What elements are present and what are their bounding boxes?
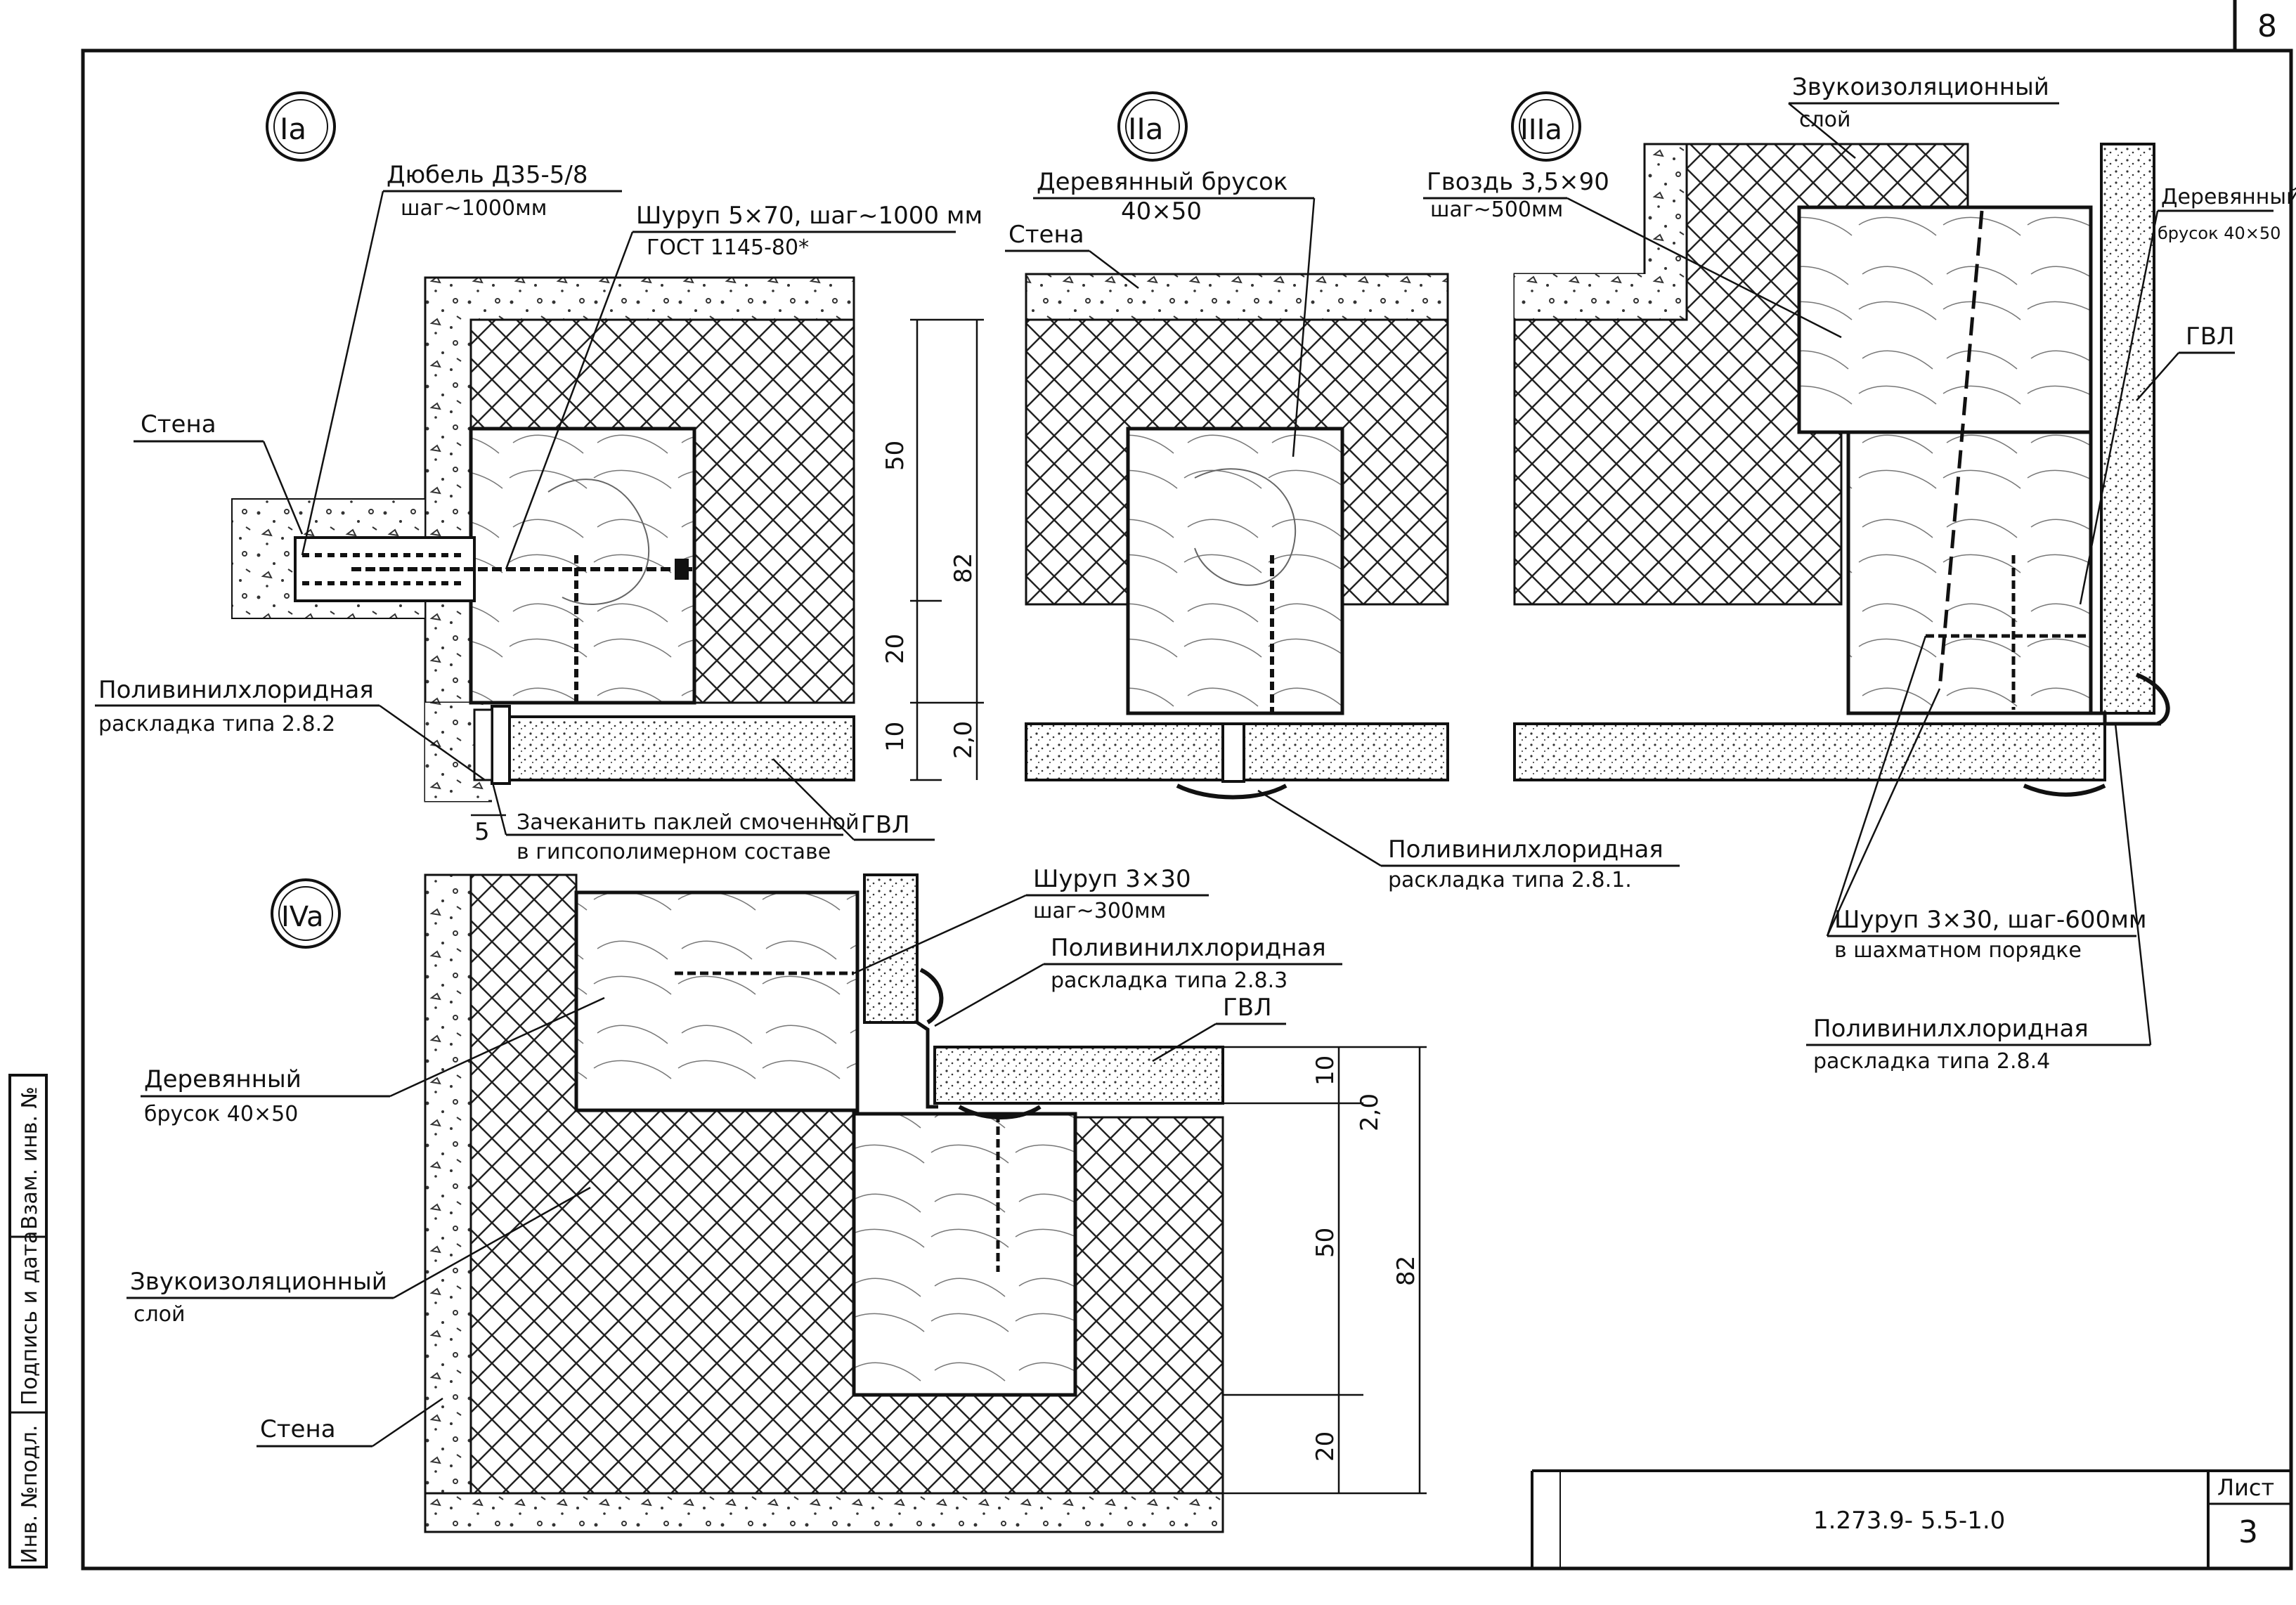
dim-2-0: 2,0 (949, 721, 978, 759)
dim-iva-2-0: 2,0 (1356, 1093, 1384, 1131)
wood-bar (469, 427, 696, 705)
dim-20: 20 (881, 634, 909, 664)
label-sound-iva-1: Звукоизоляционный (130, 1268, 387, 1296)
label-pvc-iia-1: Поливинилхлоридная (1388, 836, 1663, 864)
wood-bar-iiia-top (1797, 205, 2093, 434)
label-pvc-iva-2: раскладка типа 2.8.3 (1051, 968, 1288, 993)
label-gvl-iiia: ГВЛ (2186, 323, 2235, 351)
wall-left-iva (424, 873, 472, 1533)
side-stamp: Инв. №подл. Подпись и дата Взам. инв. № (8, 1074, 48, 1568)
node-iva: IVa 10 2,0 50 20 82 Шуруп 3×30 шаг~300мм… (127, 865, 1427, 1533)
label-dowel-step: шаг~1000мм (401, 196, 547, 221)
label-nail-step: шаг~500мм (1430, 197, 1563, 222)
pvc-strip-iva (916, 1020, 938, 1109)
label-wall-iia: Стена (1008, 221, 1084, 249)
dim-iva-20: 20 (1311, 1431, 1340, 1462)
label-sound-iiia-2: слой (1799, 108, 1851, 132)
wood-bar-iiia (1846, 430, 2093, 715)
label-wall-iva: Стена (260, 1415, 336, 1443)
stamp-inv-original: Инв. №подл. (18, 1425, 42, 1564)
label-pvc-ia-1: Поливинилхлоридная (98, 676, 374, 704)
label-sound-iva-2: слой (134, 1302, 186, 1327)
stamp-sign-date: Подпись и дата (18, 1231, 42, 1406)
marker-iiia: IIIa (1520, 114, 1562, 146)
gvl-board-iiia (1513, 722, 2106, 781)
sheet-corner-number: 8 (2257, 8, 2277, 44)
label-bar-iiia-2: брусок 40×50 (2158, 223, 2281, 243)
label-screw-gost: ГОСТ 1145-80* (647, 235, 809, 260)
label-gvl-ia: ГВЛ (861, 811, 910, 839)
wall-bottom-iva (424, 1492, 1224, 1533)
label-screw-iiia-1: Шуруп 3×30, шаг-600мм (1834, 906, 2147, 934)
label-screw: Шуруп 5×70, шаг~1000 мм (636, 202, 982, 230)
marker-iva: IVa (281, 901, 324, 933)
title-block: Лист 1.273.9- 5.5-1.0 3 (1531, 1469, 2291, 1568)
label-nail: Гвоздь 3,5×90 (1427, 168, 1609, 196)
label-pvc-ia-2: раскладка типа 2.8.2 (98, 712, 335, 736)
dim-10: 10 (881, 722, 909, 752)
node-ia: Ia 50 20 (95, 91, 984, 864)
label-bar-iiia-1: Деревянный (2161, 185, 2296, 209)
label-sound-iiia-1: Звукоизоляционный (1792, 73, 2049, 101)
label-caulk-1: Зачеканить паклей смоченной (517, 810, 860, 835)
node-iiia: IIIa Звукоизоляционный слой Гвоздь 3,5×9… (1423, 73, 2296, 1074)
stamp-inv-replace: Взам. инв. № (18, 1086, 42, 1230)
gvl-board-iva (933, 1046, 1224, 1105)
label-pvc-iia-2: раскладка типа 2.8.1. (1388, 868, 1632, 892)
sheet-number: 3 (2238, 1514, 2258, 1550)
wood-bar-iva (852, 1112, 1077, 1397)
label-screw-iiia-2: в шахматном порядке (1834, 938, 2082, 963)
label-gvl-iva: ГВЛ (1223, 994, 1272, 1022)
marker-ia: Ia (280, 112, 306, 146)
pvc-strip (491, 705, 511, 785)
sheet-label: Лист (2217, 1474, 2274, 1501)
node-iia: IIa Деревянный брусок 40×50 Стена Поливи… (1005, 91, 1680, 892)
label-pvc-iiia-1: Поливинилхлоридная (1813, 1015, 2089, 1043)
dim-50: 50 (881, 441, 909, 471)
dim-iva-82: 82 (1392, 1256, 1420, 1286)
drawing-code: 1.273.9- 5.5-1.0 (1813, 1507, 2005, 1535)
label-bar-iia-2: 40×50 (1121, 197, 1202, 226)
dim-iva-10: 10 (1311, 1055, 1340, 1086)
label-dowel: Дюбель Д35-5/8 (387, 161, 588, 189)
label-caulk-2: в гипсополимерном составе (517, 840, 831, 864)
label-bar-iva-2: брусок 40×50 (144, 1102, 298, 1126)
label-screw-iva-2: шаг~300мм (1033, 899, 1166, 923)
gvl-vertical (2100, 143, 2155, 715)
gvl-board (505, 715, 855, 781)
label-pvc-iva-1: Поливинилхлоридная (1051, 934, 1326, 962)
label-bar-iia-1: Деревянный брусок (1037, 168, 1288, 196)
wood-bar-iva-top (574, 890, 860, 1112)
dim-82: 82 (949, 553, 978, 583)
pvc-strip-iia (1221, 722, 1245, 783)
dimensions-iva (1223, 1046, 1427, 1495)
label-bar-iva-1: Деревянный (144, 1065, 301, 1093)
pvc-strip-iiia (2091, 711, 2161, 726)
label-wall-ia: Стена (141, 410, 216, 438)
dim-5: 5 (474, 818, 490, 846)
label-pvc-iiia-2: раскладка типа 2.8.4 (1813, 1049, 2050, 1074)
dimensions-ia (471, 318, 984, 817)
wall-section-iia (1025, 273, 1449, 321)
label-screw-iva-1: Шуруп 3×30 (1033, 865, 1191, 893)
dim-iva-50: 50 (1311, 1228, 1340, 1258)
wood-bar-iia (1126, 427, 1344, 715)
page-frame (81, 48, 2293, 1571)
marker-iia: IIa (1128, 112, 1164, 146)
